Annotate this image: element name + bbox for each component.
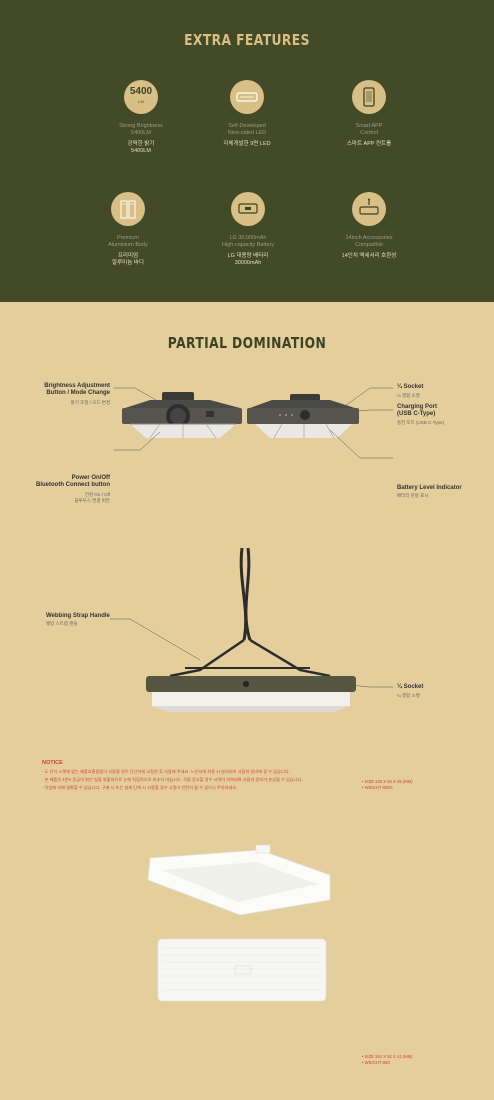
feature-body: Premium Aluminium Body 프리미엄 알루미늄 바디 bbox=[58, 192, 198, 267]
partial-domination-title: PARTIAL DOMINATION bbox=[167, 334, 327, 352]
power-callout: Power On/Off Bluetooth Connect button bbox=[36, 475, 110, 488]
feature-accessories: 14inch Accessories Compatible 14인치 액세서리 … bbox=[299, 192, 439, 260]
socket-callout-2: ¼ Socket bbox=[397, 684, 424, 690]
socket-callout-2-ko: ¼ 결합 소켓 bbox=[397, 693, 420, 698]
brightness-callout-ko: 밝기 조절 / 모드 변경 bbox=[70, 400, 110, 405]
extra-features-title: EXTRA FEATURES bbox=[184, 31, 310, 49]
webbing-callout-ko: 웨빙 스트랩 핸들 bbox=[46, 621, 78, 626]
notice-title: NOTICE bbox=[42, 760, 63, 766]
feature-label-en: Smart APP Control bbox=[355, 123, 383, 136]
battery-level-callout: Battery Level Indicator bbox=[397, 485, 462, 491]
socket-callout: ¼ Socket bbox=[397, 384, 424, 390]
battery-level-callout-ko: 배터리 잔량 표시 bbox=[397, 493, 429, 498]
feature-label-en: LG 30,000mAh High-capacity Battery bbox=[221, 235, 275, 248]
notice-body: - 도 인치 소켓에 맞는 제품호환용품이 사용될 경우 단단하게 고정한 후 … bbox=[42, 768, 332, 792]
feature-label-ko: 14인치 액세서리 호환성 bbox=[341, 253, 397, 259]
feature-label-ko: 스마트 APP 컨트롤 bbox=[346, 141, 392, 147]
feature-brightness: 5400 LM Strong Brightness 5400LM 강력한 밝기 … bbox=[71, 80, 211, 155]
notice-line: - 본 제품은 4천K 등급의 밝은 빛을 방출하므로 눈에 직접적으로 비추지… bbox=[42, 777, 303, 782]
charging-callout-ko: 충전 포트 (USB C-Type) bbox=[397, 420, 445, 425]
charging-callout: Charging Port (USB C-Type) bbox=[397, 404, 437, 417]
feature-label-en: Self-Developed Nine-sided LED bbox=[227, 123, 267, 136]
lamp-weight-spec: • WEIGHT 800G bbox=[362, 785, 393, 790]
feature-label-ko: LG 대용량 배터리 30000mAh bbox=[227, 253, 269, 266]
diffuser-size-spec: • SIZE 242 X 92 X 41 (MM) bbox=[362, 1054, 413, 1059]
extra-features-section bbox=[0, 0, 494, 302]
lumen-badge-value: 5400 bbox=[129, 86, 153, 97]
hanging-lantern-figure bbox=[110, 547, 393, 712]
diffuser-weight-spec: • WEIGHT 86G bbox=[362, 1060, 391, 1065]
feature-label-ko: 프리미엄 알루미늄 바디 bbox=[112, 253, 144, 266]
lamp-size-spec: • SIZE 245 X 94 X 45 (MM) bbox=[362, 779, 413, 784]
accessories-icon bbox=[352, 192, 386, 226]
diffuser-figure bbox=[147, 844, 331, 1002]
feature-label-en: 14inch Accessories Compatible bbox=[345, 235, 393, 248]
nine-sided-led-icon bbox=[230, 80, 264, 114]
lantern-back-view bbox=[247, 394, 359, 439]
feature-label-en: Premium Aluminium Body bbox=[108, 235, 148, 248]
feature-app: Smart APP Control 스마트 APP 컨트롤 bbox=[299, 80, 439, 148]
power-callout-ko: 전원 On / Off 블루투스 연결 버튼 bbox=[74, 492, 110, 503]
socket-callout-ko: ¼ 결합 소켓 bbox=[397, 393, 420, 398]
feature-label-ko: 강력한 밝기 5400LM bbox=[127, 141, 155, 154]
battery-icon bbox=[231, 192, 265, 226]
brightness-callout: Brightness Adjustment Button / Mode Chan… bbox=[44, 383, 110, 396]
aluminum-body-icon bbox=[111, 192, 145, 226]
smartphone-icon bbox=[352, 80, 386, 114]
lantern-front-view bbox=[122, 392, 242, 439]
lumen-badge-unit: LM bbox=[138, 99, 144, 104]
lantern-detail-figure bbox=[114, 387, 393, 459]
notice-line: - 작업에 의해 명확할 수 있습니다. 구매 시 또는 설계 단계 시 사용할… bbox=[42, 785, 238, 790]
feature-label-ko: 자체개발한 9면 LED bbox=[223, 141, 271, 147]
feature-battery: LG 30,000mAh High-capacity Battery LG 대용… bbox=[178, 192, 318, 267]
webbing-callout: Webbing Strap Handle bbox=[46, 613, 110, 619]
feature-label-en: Strong Brightness 5400LM bbox=[119, 123, 163, 136]
lumen-icon: 5400 LM bbox=[124, 80, 158, 114]
notice-line: - 도 인치 소켓에 맞는 제품호환용품이 사용될 경우 단단하게 고정한 후 … bbox=[42, 769, 290, 774]
feature-led: Self-Developed Nine-sided LED 자체개발한 9면 L… bbox=[177, 80, 317, 148]
